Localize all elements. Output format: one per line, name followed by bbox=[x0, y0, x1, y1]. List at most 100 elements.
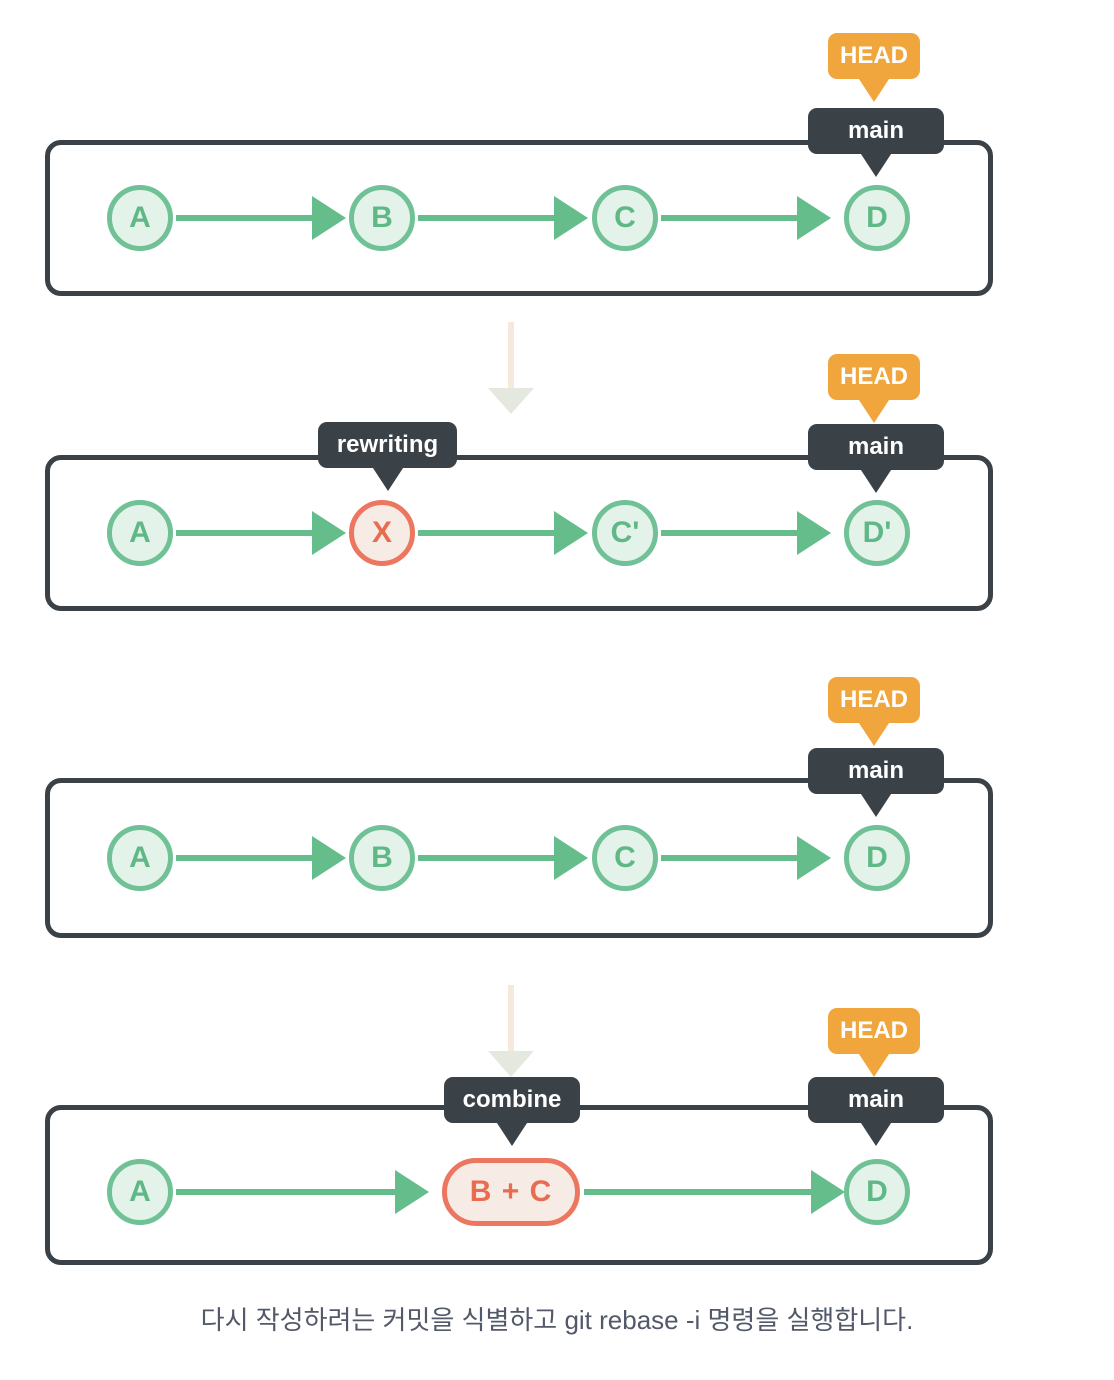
commit-edge-arrow bbox=[418, 196, 588, 240]
arrowhead-icon bbox=[395, 1170, 429, 1214]
badge-tail-icon bbox=[857, 397, 891, 423]
head-badge-label: HEAD bbox=[839, 686, 908, 713]
commit-label: A bbox=[129, 201, 151, 234]
arrow-stem bbox=[176, 215, 312, 221]
arrow-stem bbox=[418, 215, 554, 221]
main-branch-badge: main bbox=[808, 424, 944, 493]
commit-label: A bbox=[129, 516, 151, 549]
commit-node-a: A bbox=[107, 1159, 173, 1225]
commit-edge-arrow bbox=[661, 196, 831, 240]
commit-node-b: B bbox=[349, 185, 415, 251]
badge-tail-icon bbox=[859, 791, 893, 817]
commit-edge-arrow bbox=[176, 1170, 429, 1214]
arrowhead-icon bbox=[797, 511, 831, 555]
arrow-stem bbox=[508, 322, 514, 388]
arrow-stem bbox=[661, 855, 797, 861]
arrowhead-icon bbox=[488, 388, 534, 414]
combine-badge-label: combine bbox=[462, 1086, 562, 1113]
main-badge-label: main bbox=[847, 433, 904, 460]
arrowhead-icon bbox=[797, 196, 831, 240]
commit-node-d: D bbox=[844, 825, 910, 891]
head-badge-label: HEAD bbox=[839, 363, 908, 390]
head-badge: HEAD bbox=[828, 1008, 920, 1077]
commit-edge-arrow bbox=[176, 196, 346, 240]
main-branch-badge: main bbox=[808, 748, 944, 817]
arrowhead-icon bbox=[554, 196, 588, 240]
commit-label: D bbox=[866, 1175, 888, 1208]
rewriting-badge: rewriting bbox=[318, 422, 457, 491]
commit-edge-arrow bbox=[584, 1170, 845, 1214]
commit-node-c-prime: C' bbox=[592, 500, 658, 566]
head-badge: HEAD bbox=[828, 677, 920, 746]
arrow-stem bbox=[508, 985, 514, 1051]
commit-node-b: B bbox=[349, 825, 415, 891]
commit-node-a: A bbox=[107, 185, 173, 251]
commit-label: B bbox=[371, 201, 393, 234]
badge-tail-icon bbox=[859, 151, 893, 177]
arrow-stem bbox=[661, 215, 797, 221]
main-badge-label: main bbox=[847, 1086, 904, 1113]
commit-node-b-plus-c: B + C bbox=[442, 1158, 580, 1226]
commit-node-d-prime: D' bbox=[844, 500, 910, 566]
commit-edge-arrow bbox=[418, 836, 588, 880]
arrow-stem bbox=[418, 855, 554, 861]
main-branch-badge: main bbox=[808, 1077, 944, 1146]
transition-arrow-icon bbox=[488, 985, 534, 1077]
badge-tail-icon bbox=[859, 467, 893, 493]
main-badge-label: main bbox=[847, 117, 904, 144]
commit-label: A bbox=[129, 1175, 151, 1208]
main-badge-label: main bbox=[847, 757, 904, 784]
commit-label: D bbox=[866, 201, 888, 234]
commit-label: A bbox=[129, 841, 151, 874]
commit-node-d: D bbox=[844, 1159, 910, 1225]
arrowhead-icon bbox=[488, 1051, 534, 1077]
commit-label: C' bbox=[610, 516, 640, 549]
badge-tail-icon bbox=[857, 720, 891, 746]
commit-edge-arrow bbox=[176, 836, 346, 880]
commit-edge-arrow bbox=[176, 511, 346, 555]
commit-node-x-rewriting: X bbox=[349, 500, 415, 566]
rewriting-badge-label: rewriting bbox=[336, 431, 439, 458]
arrow-stem bbox=[661, 530, 797, 536]
arrow-stem bbox=[176, 855, 312, 861]
arrow-stem bbox=[176, 530, 312, 536]
commit-label: C bbox=[614, 201, 636, 234]
commit-node-a: A bbox=[107, 500, 173, 566]
combine-badge: combine bbox=[444, 1077, 580, 1146]
badge-tail-icon bbox=[859, 1120, 893, 1146]
arrowhead-icon bbox=[312, 836, 346, 880]
arrow-stem bbox=[418, 530, 554, 536]
main-branch-badge: main bbox=[808, 108, 944, 177]
head-badge: HEAD bbox=[828, 354, 920, 423]
badge-tail-icon bbox=[857, 1051, 891, 1077]
commit-node-a: A bbox=[107, 825, 173, 891]
transition-arrow-icon bbox=[488, 322, 534, 414]
badge-tail-icon bbox=[370, 465, 405, 491]
commit-label: D' bbox=[862, 516, 892, 549]
arrowhead-icon bbox=[797, 836, 831, 880]
badge-tail-icon bbox=[495, 1120, 529, 1146]
head-badge-label: HEAD bbox=[839, 42, 908, 69]
arrowhead-icon bbox=[312, 196, 346, 240]
arrowhead-icon bbox=[811, 1170, 845, 1214]
commit-label: B + C bbox=[469, 1175, 553, 1208]
commit-edge-arrow bbox=[661, 511, 831, 555]
commit-node-d: D bbox=[844, 185, 910, 251]
diagram-caption: 다시 작성하려는 커밋을 식별하고 git rebase -i 명령을 실행합니… bbox=[200, 1305, 914, 1335]
commit-edge-arrow bbox=[418, 511, 588, 555]
commit-label: D bbox=[866, 841, 888, 874]
head-badge: HEAD bbox=[828, 33, 920, 102]
arrow-stem bbox=[176, 1189, 395, 1195]
arrowhead-icon bbox=[312, 511, 346, 555]
commit-label: C bbox=[614, 841, 636, 874]
commit-node-c: C bbox=[592, 825, 658, 891]
commit-label: B bbox=[371, 841, 393, 874]
arrowhead-icon bbox=[554, 836, 588, 880]
commit-node-c: C bbox=[592, 185, 658, 251]
arrow-stem bbox=[584, 1189, 811, 1195]
badge-tail-icon bbox=[857, 76, 891, 102]
arrowhead-icon bbox=[554, 511, 588, 555]
commit-label: X bbox=[371, 516, 392, 549]
head-badge-label: HEAD bbox=[839, 1017, 908, 1044]
